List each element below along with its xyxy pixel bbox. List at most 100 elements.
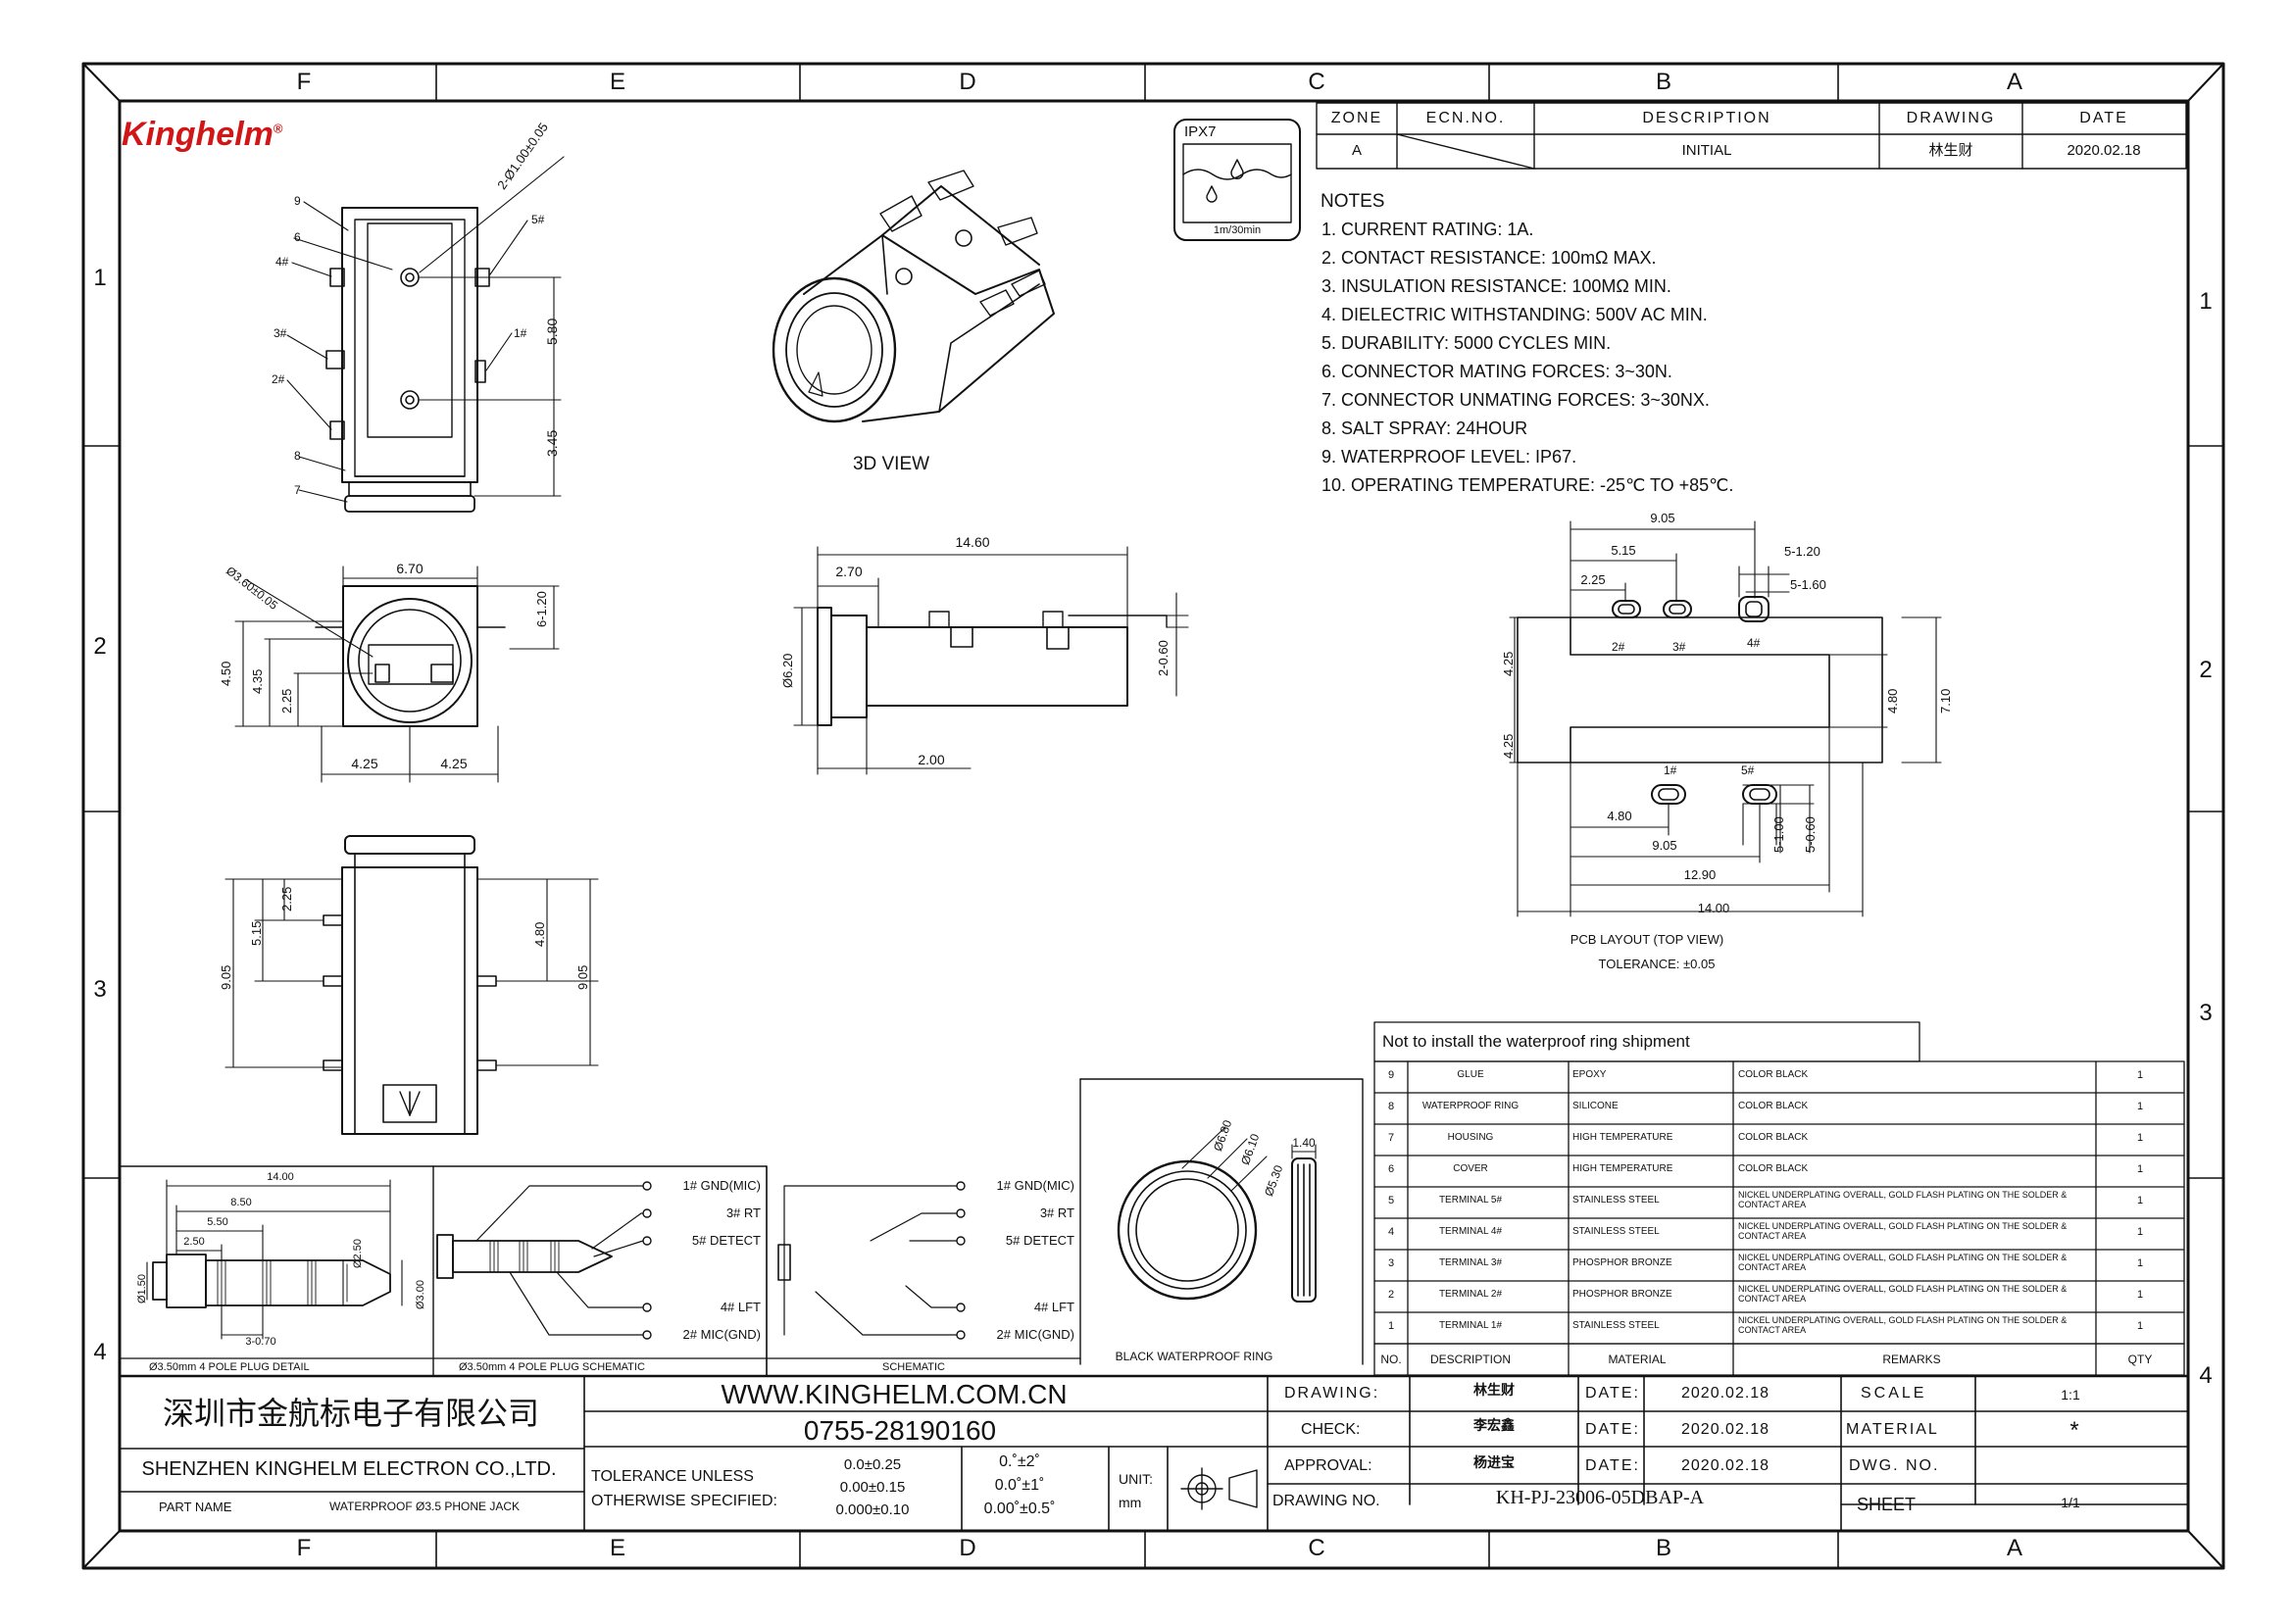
date-value-1: 2020.02.18: [1681, 1385, 1770, 1402]
view-label-pcb: PCB LAYOUT (TOP VIEW): [1570, 932, 1724, 947]
pcb-dim-4-80: 4.80: [1885, 688, 1900, 714]
pcb-dim-9-05b: 9.05: [1652, 838, 1677, 853]
rev-cell-3: 林生财: [1928, 142, 1973, 159]
plug-schematic-drawing: [436, 1181, 652, 1340]
bom-row-desc: TERMINAL 5#: [1438, 1195, 1503, 1206]
top-view-drawing: [286, 156, 565, 513]
bom-row-material: STAINLESS STEEL: [1572, 1320, 1660, 1331]
pcb-dim-4-80b: 4.80: [1607, 809, 1632, 823]
note-item: 5. DURABILITY: 5000 CYCLES MIN.: [1321, 333, 1612, 353]
drawing-number: KH-PJ-23006-05DBAP-A: [1495, 1487, 1705, 1508]
zone-row-right-3: 3: [2199, 1000, 2213, 1026]
date-label-3: DATE:: [1585, 1457, 1640, 1474]
pcb-dim-2-25: 2.25: [1580, 572, 1606, 587]
unit-label: UNIT:: [1119, 1471, 1153, 1487]
scale-label: SCALE: [1861, 1385, 1927, 1402]
view-label-3d: 3D VIEW: [852, 454, 930, 474]
zone-col-top-a: A: [2006, 69, 2023, 95]
pin-label-5: 5#: [531, 213, 545, 226]
bom-row-material: EPOXY: [1572, 1069, 1607, 1080]
plug-dim-8-50: 8.50: [230, 1197, 252, 1208]
plug-dim-dia-2-50: Ø2.50: [352, 1239, 364, 1268]
material-label: MATERIAL: [1846, 1421, 1939, 1438]
pin-label-6: 6: [294, 230, 301, 244]
bom-row-desc: TERMINAL 1#: [1438, 1320, 1503, 1331]
pcb-pin-2: 2#: [1612, 640, 1625, 654]
zone-col-bottom-c: C: [1308, 1535, 1325, 1561]
drawn-by: 林生财: [1473, 1383, 1515, 1399]
bom-row-qty: 1: [2136, 1101, 2144, 1112]
rev-header-3: DRAWING: [1906, 110, 1996, 126]
dim-5-80: 5.80: [544, 318, 560, 345]
date-value-3: 2020.02.18: [1681, 1457, 1770, 1474]
plug-pin-label: 1# GND(MIC): [682, 1178, 761, 1193]
tol-linear-1: 0.0±0.25: [843, 1456, 902, 1473]
bom-header: REMARKS: [1882, 1353, 1941, 1366]
3d-view-drawing: [772, 170, 1055, 423]
ipx7-caption: 1m/30min: [1213, 224, 1262, 236]
bom-row-desc: GLUE: [1457, 1069, 1484, 1080]
check-label: CHECK:: [1301, 1421, 1361, 1438]
bom-row-remarks: COLOR BLACK: [1738, 1101, 1809, 1111]
bom-row-qty: 1: [2136, 1163, 2144, 1175]
dim-2-0-60: 2-0.60: [1156, 640, 1171, 676]
part-name-label: PART NAME: [159, 1500, 232, 1514]
bom-row-no: 4: [1387, 1226, 1395, 1238]
bom-row-qty: 1: [2136, 1195, 2144, 1206]
bom-row-qty: 1: [2136, 1257, 2144, 1269]
pcb-dim-5-15: 5.15: [1611, 543, 1636, 558]
drawing-no-label: DRAWING NO.: [1272, 1493, 1380, 1509]
rev-cell-0: A: [1351, 142, 1363, 159]
note-item: 2. CONTACT RESISTANCE: 100mΩ MAX.: [1321, 248, 1657, 268]
dim-b-4-80: 4.80: [532, 921, 547, 947]
ipx7-icon: [1173, 119, 1301, 241]
approval-label: APPROVAL:: [1284, 1457, 1372, 1474]
pin-label-8: 8: [294, 449, 301, 463]
bom-row-qty: 1: [2136, 1132, 2144, 1144]
pcb-dim-9-05: 9.05: [1650, 511, 1675, 525]
pcb-dim-5-0-60: 5-0.60: [1803, 816, 1818, 853]
zone-col-bottom-d: D: [959, 1535, 976, 1561]
zone-col-bottom-b: B: [1655, 1535, 1672, 1561]
ipx7-label: IPX7: [1184, 123, 1217, 140]
pcb-dim-5-1-60: 5-1.60: [1790, 577, 1826, 592]
pcb-pin-4: 4#: [1747, 636, 1761, 650]
date-label-2: DATE:: [1585, 1421, 1640, 1438]
dim-4-25-right: 4.25: [440, 756, 468, 771]
tol-linear-3: 0.000±0.10: [835, 1501, 910, 1518]
zone-row-left-4: 4: [93, 1339, 107, 1365]
bom-row-remarks: NICKEL UNDERPLATING OVERALL, GOLD FLASH …: [1738, 1190, 2068, 1210]
note-item: 10. OPERATING TEMPERATURE: -25℃ TO +85℃.: [1321, 475, 1734, 495]
unit-value: mm: [1119, 1495, 1142, 1510]
pcb-dim-4-25b: 4.25: [1501, 733, 1516, 759]
view-label-ring: BLACK WATERPROOF RING: [1115, 1350, 1273, 1363]
tol-linear-2: 0.00±0.15: [839, 1479, 906, 1496]
dim-3-45: 3.45: [544, 429, 560, 457]
note-item: 6. CONNECTOR MATING FORCES: 3~30N.: [1321, 362, 1672, 381]
bom-row-no: 8: [1387, 1101, 1395, 1112]
bom-header: MATERIAL: [1608, 1353, 1667, 1366]
pin-label-7: 7: [294, 483, 301, 497]
title-block-grid: [118, 1374, 2190, 1532]
schematic-pin-label: 4# LFT: [1033, 1300, 1074, 1314]
zone-col-top-d: D: [959, 69, 976, 95]
dim-4-50: 4.50: [219, 661, 233, 686]
projection-symbol-icon: [1180, 1467, 1258, 1510]
part-name: WATERPROOF Ø3.5 PHONE JACK: [329, 1500, 521, 1513]
company-name-cn: 深圳市金航标电子有限公司: [162, 1395, 540, 1432]
plug-pin-label: 2# MIC(GND): [682, 1327, 761, 1342]
bom-row-no: 3: [1387, 1257, 1395, 1269]
pin-label-2: 2#: [272, 372, 285, 386]
pcb-dim-7-10: 7.10: [1938, 688, 1953, 714]
logo-registered-mark: ®: [273, 121, 283, 136]
plug-pin-label: 3# RT: [725, 1206, 761, 1220]
bom-row-no: 9: [1387, 1069, 1395, 1081]
bom-row-remarks: NICKEL UNDERPLATING OVERALL, GOLD FLASH …: [1738, 1253, 2068, 1273]
plug-dim-3-0-70: 3-0.70: [245, 1336, 276, 1348]
bom-row-desc: COVER: [1453, 1163, 1488, 1174]
bom-row-material: HIGH TEMPERATURE: [1572, 1132, 1673, 1143]
bom-row-desc: TERMINAL 4#: [1438, 1226, 1503, 1237]
bom-title: Not to install the waterproof ring shipm…: [1382, 1032, 1690, 1051]
dim-dia-6-20: Ø6.20: [780, 653, 795, 688]
